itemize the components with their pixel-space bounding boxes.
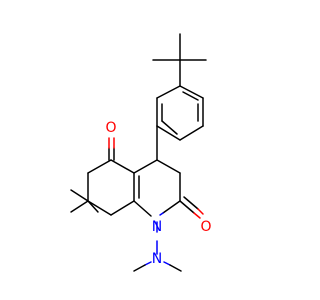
phenyl-ring [156, 85, 204, 141]
bond-ph-6 [156, 85, 181, 99]
bond-n2-me-right [169, 264, 182, 272]
bond-c4-c3 [156, 159, 181, 174]
bond-ph-double-1 [182, 91, 199, 101]
carbonyl-c5 [108, 137, 115, 161]
bond-n1-c8a [133, 200, 152, 217]
atom-label-oxygen-c2: O [200, 219, 211, 235]
bond-c2-o-b [183, 196, 199, 210]
bond-c4a-c4 [133, 159, 158, 174]
bond-c7-c8 [87, 200, 112, 216]
carbonyl-c2 [179, 196, 204, 219]
bond-c2-o-red-a [193, 212, 201, 219]
atom-label-nitrogen-amino: N [152, 251, 162, 267]
bond-n1-c2-colored [159, 212, 164, 216]
bond-c2-o-a [179, 200, 195, 214]
bond-c7-methyl-c [70, 189, 89, 202]
molecule-canvas: O O N N [70, 33, 212, 272]
bond-n2-me-right-colored [163, 261, 171, 266]
atom-label-nitrogen-ring: N [152, 219, 162, 235]
bond-c7-methyl-a [70, 200, 89, 213]
bond-c4a-c5 [110, 159, 135, 174]
bond-c5-c6 [87, 159, 112, 174]
bond-ph-3 [179, 125, 204, 141]
cyclohexanone-ring [87, 159, 135, 216]
bond-ph-1 [179, 85, 204, 99]
pyridinone-ring [133, 159, 181, 217]
bond-c2-o-red-b [197, 208, 204, 215]
bond-c2-n1 [162, 200, 181, 214]
molecule-drawing: O O N N [70, 33, 212, 272]
bond-n2-me-left [133, 264, 146, 272]
tert-butyl-group [152, 33, 207, 87]
bond-n2-me-left-colored [144, 261, 152, 266]
bond-c8-c8a [110, 200, 135, 216]
gem-dimethyl [70, 189, 99, 213]
bond-ph-double-3 [161, 120, 178, 135]
bond-c7-methyl-b [87, 200, 99, 213]
dimethylamino-group [133, 221, 182, 272]
atom-label-oxygen-c5: O [105, 120, 116, 136]
bond-ph-4 [156, 125, 181, 141]
